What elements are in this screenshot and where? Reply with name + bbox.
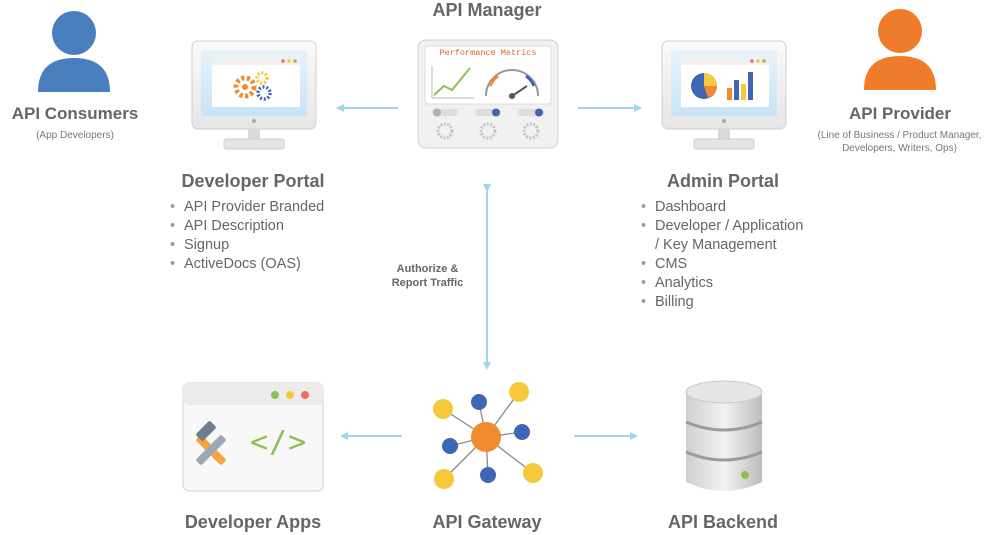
api-provider-title: API Provider <box>848 104 952 123</box>
database-icon <box>685 380 763 491</box>
list-item: Dashboard <box>641 198 803 217</box>
api-gateway-title: API Gateway <box>432 512 542 532</box>
list-item: CMS <box>641 255 803 274</box>
api-consumer-user-icon <box>38 11 110 92</box>
list-item: Billing <box>641 293 803 312</box>
list-item: Analytics <box>641 274 803 293</box>
list-item: API Provider Branded <box>170 198 324 217</box>
api-provider-subtitle-line2: Developers, Writers, Ops) <box>842 143 957 154</box>
api-manager-title: API Manager <box>432 0 542 20</box>
list-item: Developer / Application <box>641 217 803 236</box>
list-item: API Description <box>170 217 324 236</box>
admin-portal-feature-list: Dashboard Developer / Application / Key … <box>641 198 803 312</box>
developer-portal-title: Developer Portal <box>181 171 325 191</box>
developer-portal-feature-list: API Provider Branded API Description Sig… <box>170 198 324 274</box>
developer-apps-window-icon <box>182 382 324 492</box>
tools-icon <box>196 421 226 465</box>
admin-portal-monitor-icon <box>661 40 787 150</box>
api-provider-user-icon <box>864 9 936 90</box>
list-item: Signup <box>170 236 324 255</box>
authorize-label-line1: Authorize & <box>396 263 459 275</box>
api-provider-subtitle-line1: (Line of Business / Product Manager, <box>817 130 982 141</box>
api-manager-device-icon <box>417 39 559 149</box>
api-consumers-title: API Consumers <box>11 104 139 123</box>
performance-metrics-label: Performance Metrics <box>439 48 537 58</box>
network-icon <box>433 382 543 489</box>
list-item: / Key Management <box>655 237 777 253</box>
api-consumers-subtitle: (App Developers) <box>36 130 114 141</box>
gears-icon <box>233 71 272 101</box>
developer-portal-monitor-icon <box>191 40 317 150</box>
authorize-label-line2: Report Traffic <box>391 277 464 289</box>
code-glyph-icon: </> <box>250 425 308 460</box>
list-item: ActiveDocs (OAS) <box>170 255 324 274</box>
api-backend-title: API Backend <box>667 512 779 532</box>
admin-portal-title: Admin Portal <box>666 171 779 191</box>
chart-icon <box>691 72 753 100</box>
developer-apps-title: Developer Apps <box>184 512 322 532</box>
